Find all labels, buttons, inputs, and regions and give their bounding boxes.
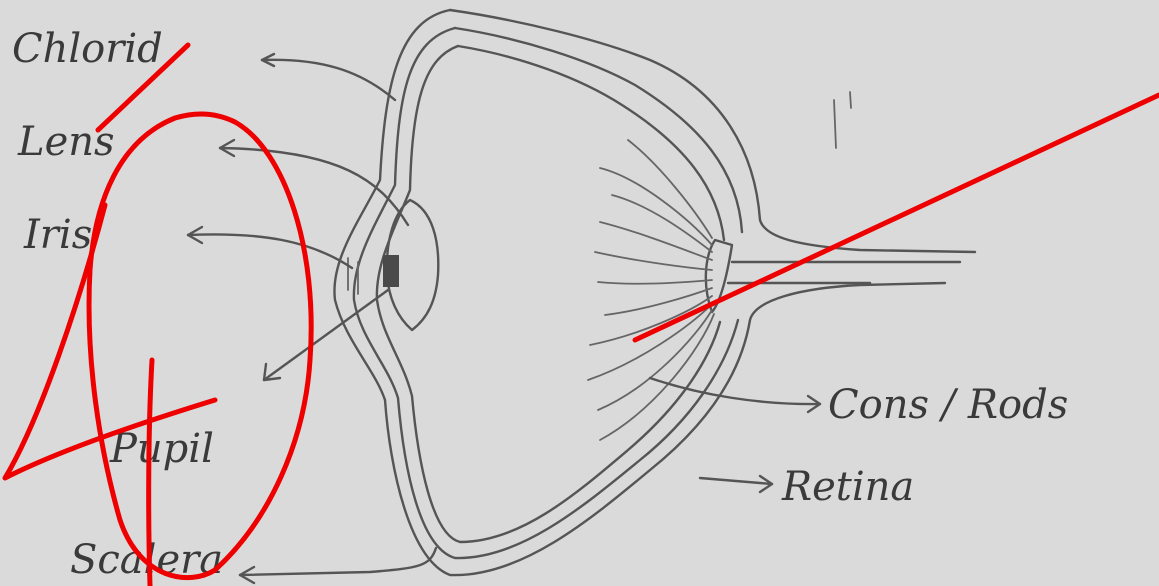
grading-circle	[89, 114, 311, 578]
pupil-arrow	[264, 290, 388, 380]
label-chlorid: Chlorid	[12, 26, 163, 72]
label-pupil: Pupil	[109, 426, 214, 472]
label-retina: Retina	[781, 464, 914, 510]
label-iris: Iris	[23, 212, 92, 258]
retina-arrow	[700, 478, 772, 484]
cones-rods-arrow	[650, 378, 820, 404]
diagonal-strike	[635, 95, 1159, 340]
iris-mark	[383, 255, 399, 287]
plus-mark	[149, 360, 152, 586]
iris-arrow	[188, 234, 352, 268]
label-cones-rods: Cons / Rods	[828, 382, 1068, 428]
chlorid-arrow	[262, 60, 395, 100]
sclera-arrow	[240, 548, 436, 575]
leader-arrows	[188, 54, 820, 583]
